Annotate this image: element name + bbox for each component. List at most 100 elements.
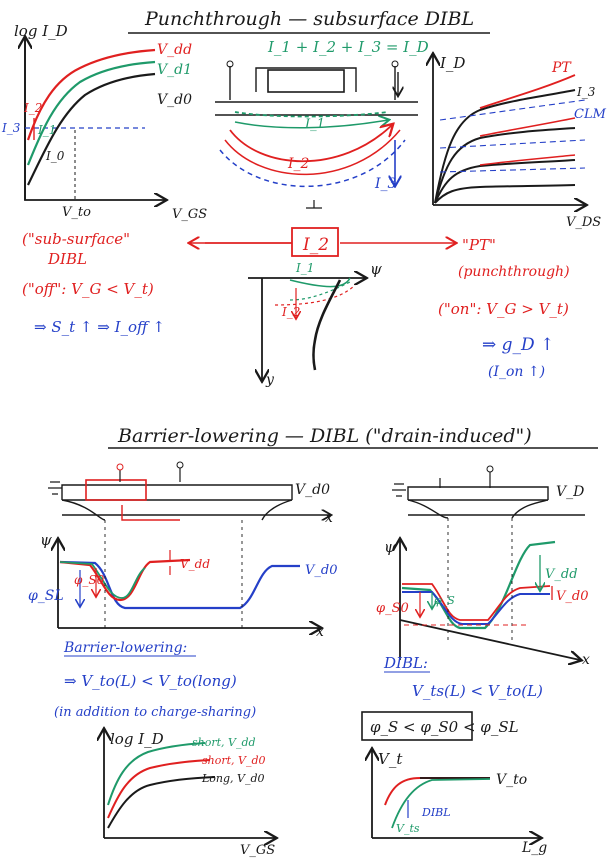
marker-i3: I_3	[1, 121, 21, 135]
graph3-xlabel: V_DS	[566, 215, 601, 230]
left-label-phisl: φ_SL	[28, 588, 64, 604]
bl-curve-short-vd0	[107, 759, 211, 819]
left-psi-x: x	[316, 624, 324, 640]
profile-y: y	[265, 372, 275, 388]
left-axis-x: x	[325, 510, 333, 526]
right-psi-label: ψ	[384, 538, 396, 556]
left-drain-label: V_d0	[295, 482, 330, 498]
psi-short-green	[59, 561, 146, 599]
right-drain-label: V_D	[556, 484, 584, 500]
curve-vd0	[27, 72, 156, 186]
note-punchthrough: (punchthrough)	[458, 264, 570, 280]
right-source-ground	[392, 483, 406, 497]
note-vto-relation: ⇒ V_to(L) < V_to(long)	[64, 672, 237, 690]
right-label-vdd: V_dd	[545, 567, 578, 582]
br-vto-curve	[384, 777, 490, 806]
ground-symbol	[306, 200, 322, 209]
profile-psi: ψ	[370, 260, 382, 278]
top-section: Punchthrough — subsurface DIBL log I_D V…	[1, 8, 607, 388]
note-barrier-lowering: Barrier-lowering:	[63, 640, 187, 656]
bl-legend-short-vd0: short, V_d0	[202, 754, 266, 767]
label-clm: CLM	[574, 107, 607, 122]
note-stoff: ⇒ S_t ↑ ⇒ I_off ↑	[34, 318, 165, 336]
clm-lines	[439, 99, 586, 173]
right-label-phis0: φ_S0	[376, 601, 409, 616]
current-i1-path	[234, 111, 389, 118]
profile-i1: I_1	[295, 261, 314, 275]
curve-vdd	[26, 48, 156, 141]
br-label-dibl: DIBL	[421, 806, 451, 819]
bl-xlabel: V_GS	[240, 843, 275, 858]
subsurface-dibl-note: ("sub-surface" DIBL ("off": V_G < V_t) ⇒…	[22, 230, 165, 336]
note-charge-sharing: (in addition to charge-sharing)	[54, 705, 256, 720]
note-vts-relation: V_ts(L) < V_to(L)	[412, 682, 543, 700]
right-device-outline	[407, 486, 549, 501]
right-psi-blue	[402, 591, 550, 625]
right-device-psi-x: V_D ψ x V_dd V_d0 φ_S0 φ_S	[376, 465, 590, 668]
right-psi-red	[402, 583, 551, 621]
xs-label-i3: I_3	[374, 176, 397, 192]
profile-i2: I_2	[281, 305, 300, 319]
note-dibl-title: DIBL:	[383, 654, 428, 672]
psi-long-blue	[59, 560, 300, 610]
bottom-section: Barrier-lowering — DIBL ("drain-induced"…	[28, 425, 598, 858]
bl-ylabel: log I_D	[110, 730, 164, 748]
i2-double-arrow: I_2	[190, 227, 455, 257]
graph1-xtick: V_to	[62, 205, 91, 220]
br-label-vts: V_ts	[396, 822, 420, 835]
note-pt: "PT"	[462, 236, 496, 254]
note-off: ("off": V_G < V_t)	[22, 280, 154, 298]
punchthrough-note: "PT" (punchthrough) ("on": V_G > V_t) ⇒ …	[438, 236, 570, 380]
dibl-note: DIBL: V_ts(L) < V_to(L)	[383, 654, 543, 700]
note-dibl: DIBL	[47, 250, 87, 268]
i2-box-label: I_2	[302, 235, 329, 255]
br-ylabel: V_t	[378, 750, 403, 768]
phi-relation-text: φ_S < φ_S0 < φ_SL	[370, 718, 519, 736]
graph-bottom-logid: log I_D V_GS short, V_dd short, V_d0 Lon…	[104, 730, 275, 858]
current-i2-path	[229, 125, 392, 163]
marker-i1: I_1	[37, 123, 56, 137]
left-psi-label: ψ	[40, 531, 52, 549]
short-gate-red	[85, 479, 147, 501]
right-psi-x: x	[582, 652, 590, 668]
current-equation: I_1 + I_2 + I_3 = I_D	[267, 38, 429, 56]
barrier-lowering-note: Barrier-lowering: ⇒ V_to(L) < V_to(long)…	[54, 640, 256, 720]
xs-label-i2: I_2	[287, 156, 310, 172]
marker-i2: I_2	[23, 101, 42, 115]
note-gd: ⇒ g_D ↑	[482, 335, 554, 355]
left-label-phis0: φ_S0	[74, 573, 105, 587]
note-on: ("on": V_G > V_t)	[438, 300, 569, 318]
label-vdd: V_dd	[157, 42, 192, 58]
graph-bottom-vt: V_t L_g V_to V_ts DIBL	[372, 750, 547, 856]
graph-id-vds: I_D V_DS PT I_3 CLM	[433, 54, 607, 230]
br-label-vto: V_to	[496, 772, 527, 788]
curve-vd1	[26, 60, 156, 166]
right-psi-green	[401, 540, 556, 630]
bottom-title: Barrier-lowering — DIBL ("drain-induced"…	[117, 425, 532, 447]
graph-logid-vgs: log I_D V_GS V_to V_dd V_d1 V_d0 I_2 I_1…	[1, 22, 207, 222]
left-device-psi-x: x V_d0 ψ x V_dd V_d0 φ_SL φ_S0	[28, 461, 337, 640]
label-vd1: V_d1	[157, 62, 192, 78]
right-label-phis: φ_S	[434, 594, 455, 607]
graph3-ylabel: I_D	[439, 54, 465, 72]
graph1-xlabel: V_GS	[172, 207, 207, 222]
note-ion: (I_on ↑)	[488, 364, 545, 380]
br-xlabel: L_g	[521, 840, 547, 856]
label-i3-g3: I_3	[576, 85, 596, 99]
gate	[267, 69, 345, 93]
left-device-outline	[61, 484, 293, 501]
left-source-ground	[48, 481, 62, 495]
left-label-vdd: V_dd	[180, 557, 210, 571]
device-cross-section: I_1 + I_2 + I_3 = I_D I_1 I_2 I_3	[215, 38, 429, 209]
current-i3-path	[219, 139, 406, 187]
br-vts-curve	[391, 778, 491, 829]
graph1-ylabel: log I_D	[14, 22, 68, 40]
potential-profile-y: ψ y I_1 I_2	[248, 260, 382, 388]
label-pt: PT	[551, 60, 572, 76]
bl-legend-short-vdd: short, V_dd	[192, 736, 256, 749]
left-label-vd0: V_d0	[305, 563, 337, 578]
phi-relation-box: φ_S < φ_S0 < φ_SL	[361, 711, 519, 741]
note-subsurface: ("sub-surface"	[22, 230, 130, 248]
i2-box	[291, 227, 339, 257]
